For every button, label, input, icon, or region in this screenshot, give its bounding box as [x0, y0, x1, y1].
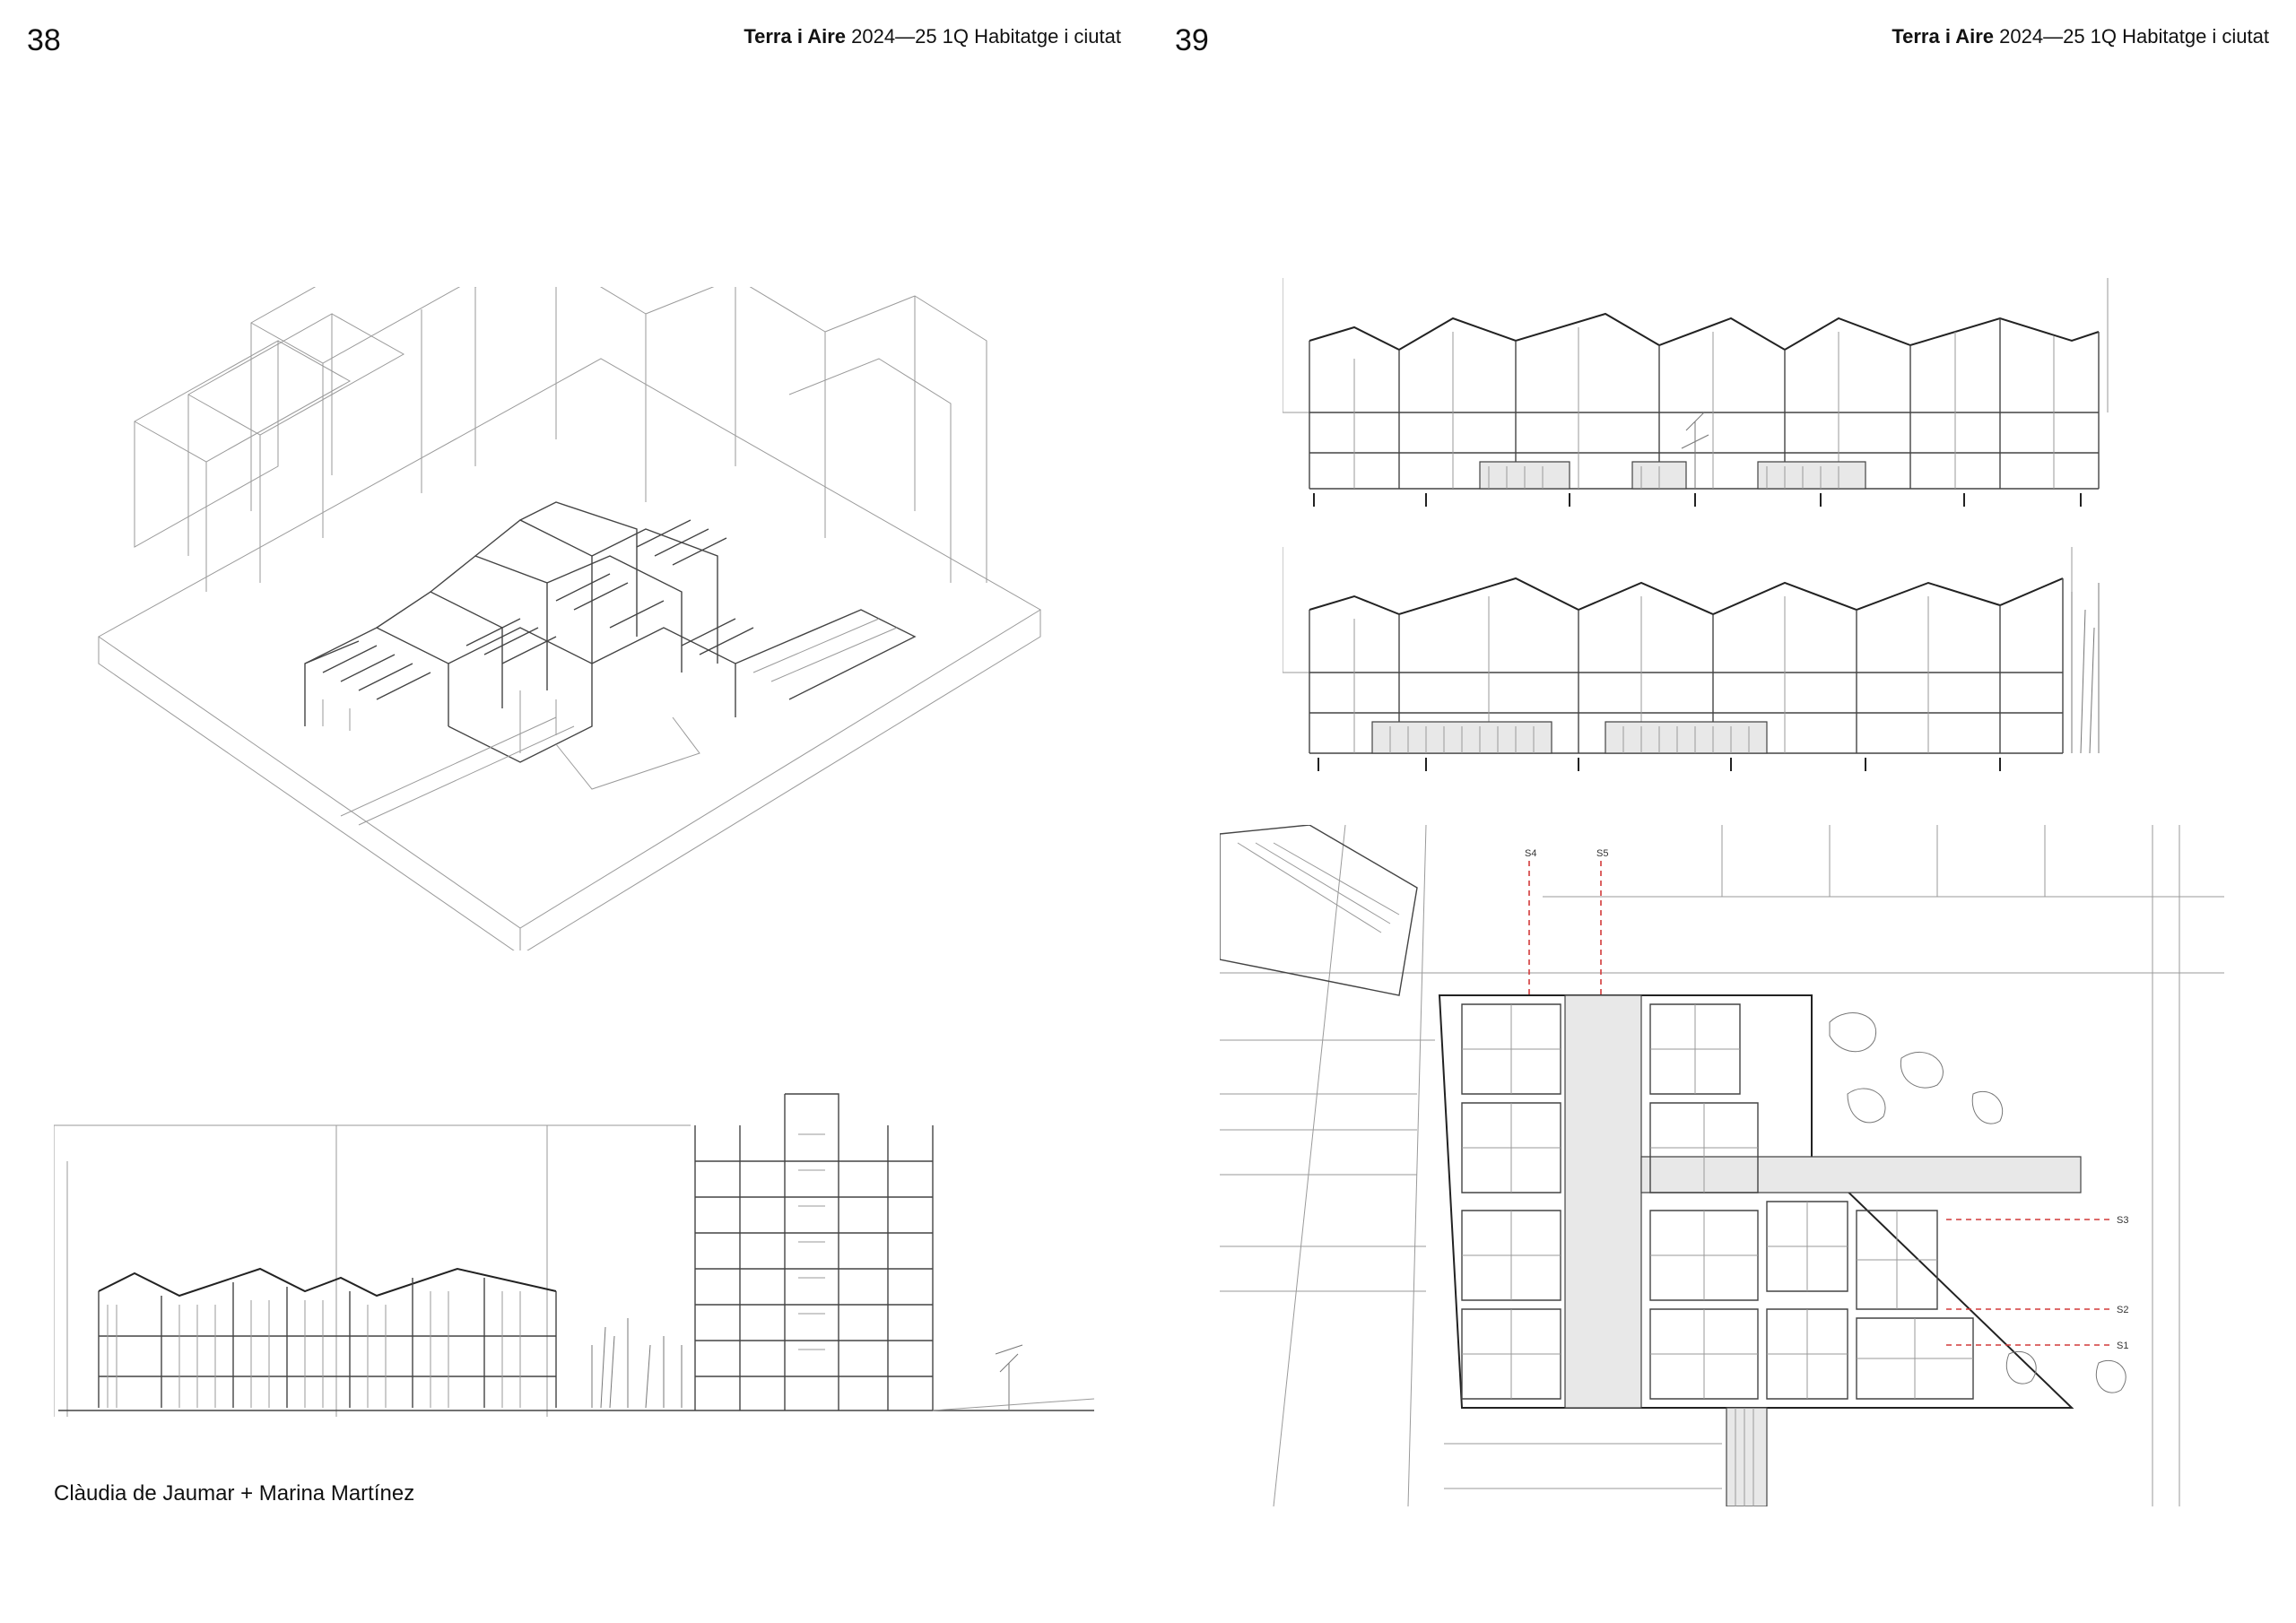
- page-number-right: 39: [1175, 23, 1209, 57]
- section-label-s5: S5: [1596, 848, 1608, 859]
- axonometric-drawing: [98, 287, 1041, 950]
- header-title-bold: Terra i Aire: [744, 25, 847, 48]
- ground-floor-plan: S4 S5 S3 S2 S1: [1220, 825, 2224, 1506]
- header-title-rest: 2024—25 1Q Habitatge i ciutat: [1994, 25, 2269, 48]
- page-number-left: 38: [27, 23, 61, 57]
- section-drawing-top: [1283, 278, 2109, 507]
- plan-dwelling-units: [1461, 1003, 1974, 1400]
- housing-cluster: [304, 501, 917, 763]
- section-label-s3: S3: [2117, 1215, 2128, 1226]
- header-title-bold: Terra i Aire: [1892, 25, 1995, 48]
- section-label-s2: S2: [2117, 1305, 2128, 1315]
- street-section-drawing: [54, 1093, 1095, 1417]
- section-housing-roofs: [98, 1267, 683, 1409]
- section-markers: [1528, 861, 2112, 1346]
- caption: Clàudia de Jaumar + Marina Martínez: [54, 1481, 415, 1506]
- section-label-s1: S1: [2117, 1341, 2128, 1351]
- running-header-right: Terra i Aire 2024—25 1Q Habitatge i ciut…: [1892, 25, 2269, 48]
- running-header-left: Terra i Aire 2024—25 1Q Habitatge i ciut…: [744, 25, 1121, 48]
- section-label-s4: S4: [1525, 848, 1536, 859]
- section-apartment-block: [694, 1093, 934, 1410]
- header-title-rest: 2024—25 1Q Habitatge i ciutat: [846, 25, 1121, 48]
- left-page: 38 Terra i Aire 2024—25 1Q Habitatge i c…: [27, 23, 1121, 1506]
- section-drawing-middle: [1283, 547, 2100, 771]
- right-page: 39 Terra i Aire 2024—25 1Q Habitatge i c…: [1148, 0, 2296, 1623]
